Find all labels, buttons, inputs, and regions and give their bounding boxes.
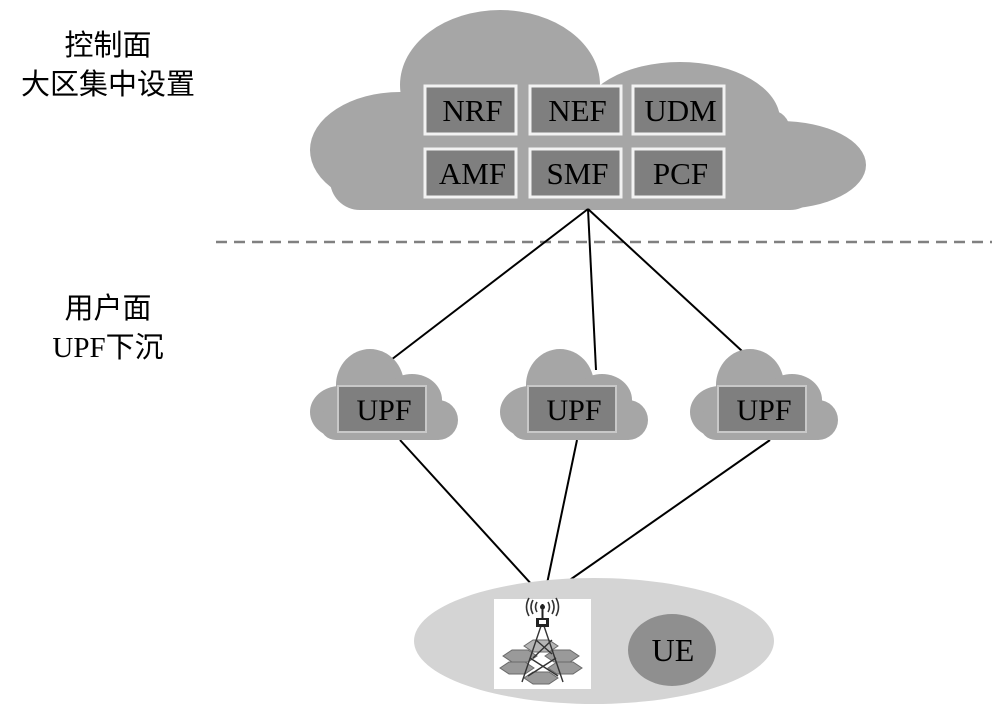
- nf-box-nef[interactable]: NEF: [528, 84, 623, 136]
- control-plane-sublabel: 大区集中设置: [21, 67, 195, 101]
- nf-box-rect: [528, 147, 623, 199]
- ue-device[interactable]: UE: [628, 614, 716, 686]
- control-plane-label: 控制面: [64, 28, 151, 62]
- user-plane-sublabel-cjk: 下沉: [106, 330, 164, 364]
- link-upf-1-ran: [399, 439, 545, 599]
- nf-box-pcf[interactable]: PCF: [631, 147, 726, 199]
- nf-box-rect: [528, 84, 623, 136]
- nf-box-nrf[interactable]: NRF: [423, 84, 518, 136]
- nf-box-label: UDM: [644, 93, 716, 128]
- ue-circle: [628, 614, 716, 686]
- nf-box-udm[interactable]: UDM: [631, 84, 726, 136]
- nf-box-amf[interactable]: AMF: [423, 147, 518, 199]
- link-upf-3-ran: [543, 439, 771, 599]
- link-smf-upf-1: [386, 208, 589, 364]
- nf-box-smf[interactable]: SMF: [528, 147, 623, 199]
- link-upf-2-ran: [543, 439, 578, 599]
- cell-tower-icon: [499, 597, 583, 685]
- nf-box-rect: [631, 84, 726, 136]
- upf-cloud-3[interactable]: UPF: [690, 349, 838, 440]
- nf-box-label: NEF: [548, 93, 607, 128]
- ue-label: UE: [652, 632, 695, 668]
- upf-label: UPF: [356, 394, 411, 427]
- upf-cloud-2[interactable]: UPF: [500, 349, 648, 440]
- connection-lines: [386, 208, 771, 599]
- nf-box-rect: [423, 84, 518, 136]
- link-smf-upf-2: [587, 208, 597, 371]
- nf-box-rect: [631, 147, 726, 199]
- nf-box-rect: [423, 147, 518, 199]
- user-plane-label: 用户面: [64, 291, 151, 325]
- nf-box-label: SMF: [546, 156, 608, 191]
- user-plane-sublabel-upf: UPF: [52, 332, 105, 364]
- upf-cloud-1[interactable]: UPF: [310, 349, 458, 440]
- nf-box-label: PCF: [653, 156, 708, 191]
- nf-box-label: AMF: [439, 156, 506, 191]
- base-station[interactable]: [494, 597, 591, 689]
- access-network: UE: [414, 578, 774, 704]
- upf-box: [337, 385, 427, 433]
- nf-box-label: NRF: [442, 93, 502, 128]
- access-area-ellipse: [414, 578, 774, 704]
- control-plane-cloud: NRF NEF UDM AMF SMF PCF: [310, 10, 866, 210]
- link-smf-upf-3: [587, 208, 743, 352]
- user-plane-sublabel: UPF下沉: [52, 330, 163, 364]
- upf-box: [527, 385, 617, 433]
- upf-box: [717, 385, 807, 433]
- upf-label: UPF: [546, 394, 601, 427]
- upf-label: UPF: [736, 394, 791, 427]
